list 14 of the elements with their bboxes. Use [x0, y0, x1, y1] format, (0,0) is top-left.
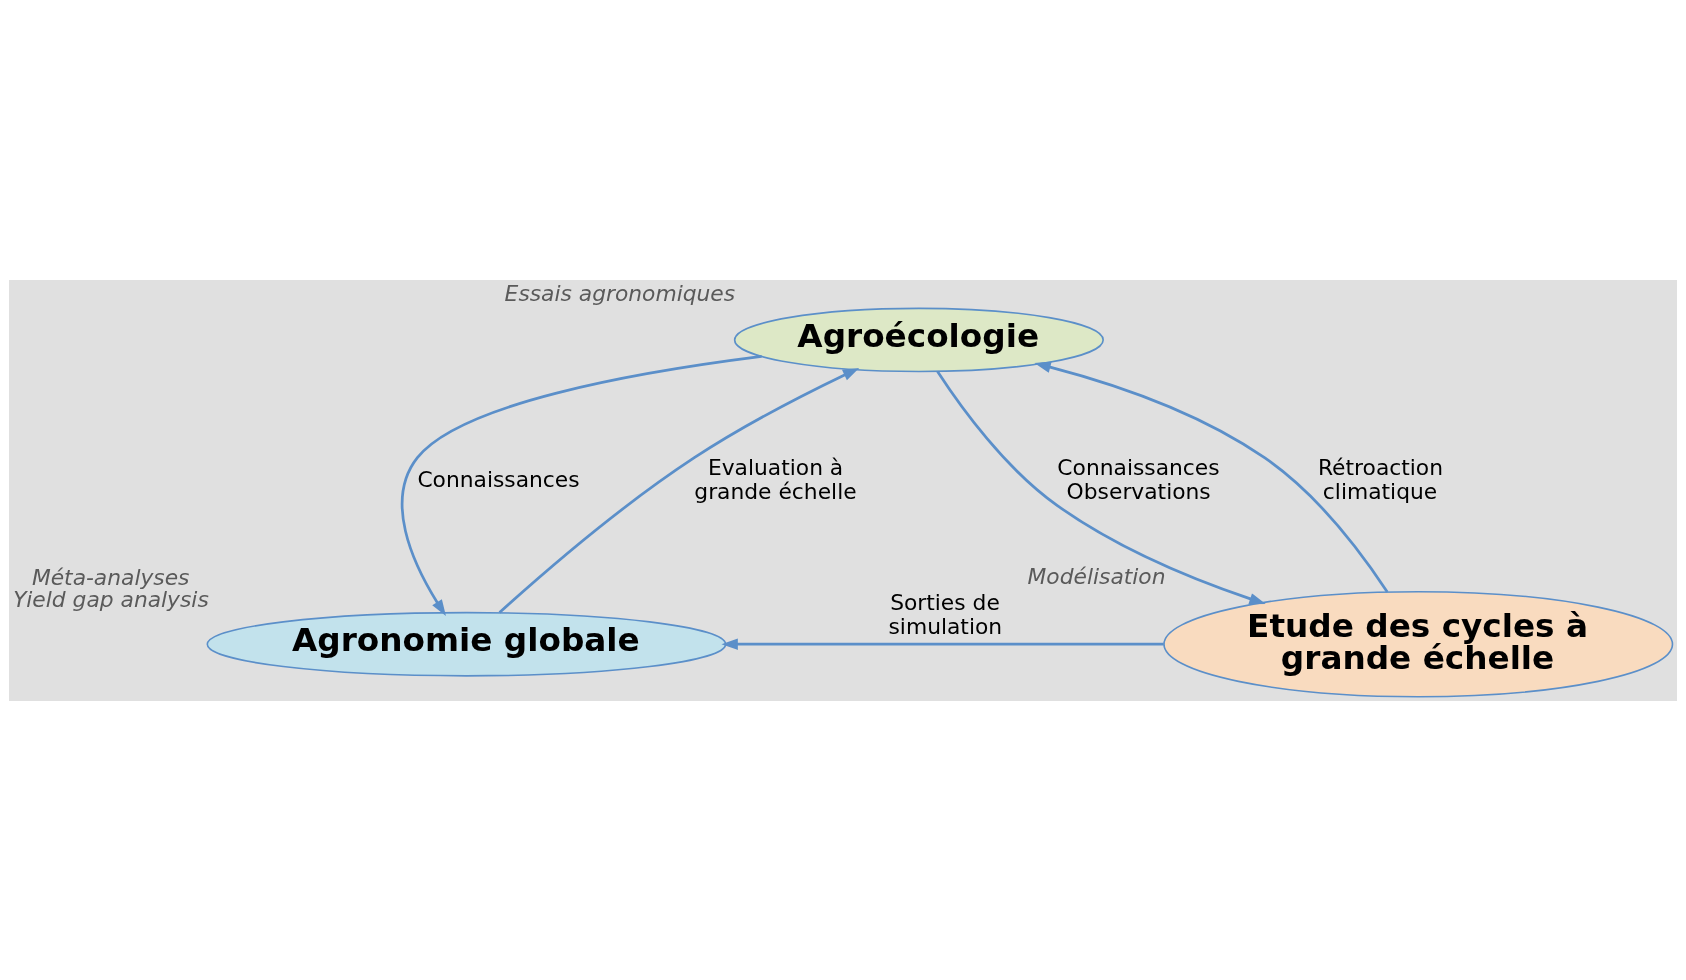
- arrow: [721, 637, 1164, 650]
- arrow: [400, 354, 762, 616]
- edge-label: Sorties de simulation: [888, 589, 1003, 639]
- arrow: [936, 370, 1266, 604]
- node-label: Modélisation: [1027, 563, 1166, 589]
- arrow: [1034, 361, 1389, 593]
- node-label: Essais agronomiques: [504, 280, 736, 306]
- edge-label: Evaluation à grande échelle: [694, 454, 857, 504]
- edge-label: Rétroaction climatique: [1317, 454, 1443, 504]
- node-label: Méta-analyses: [31, 564, 190, 590]
- node-ellipse: Agronomie globale: [206, 611, 727, 677]
- edge-label: Connaissances: [417, 466, 580, 492]
- arrow: [498, 367, 860, 614]
- edge-label: Connaissances Observations: [1057, 454, 1220, 504]
